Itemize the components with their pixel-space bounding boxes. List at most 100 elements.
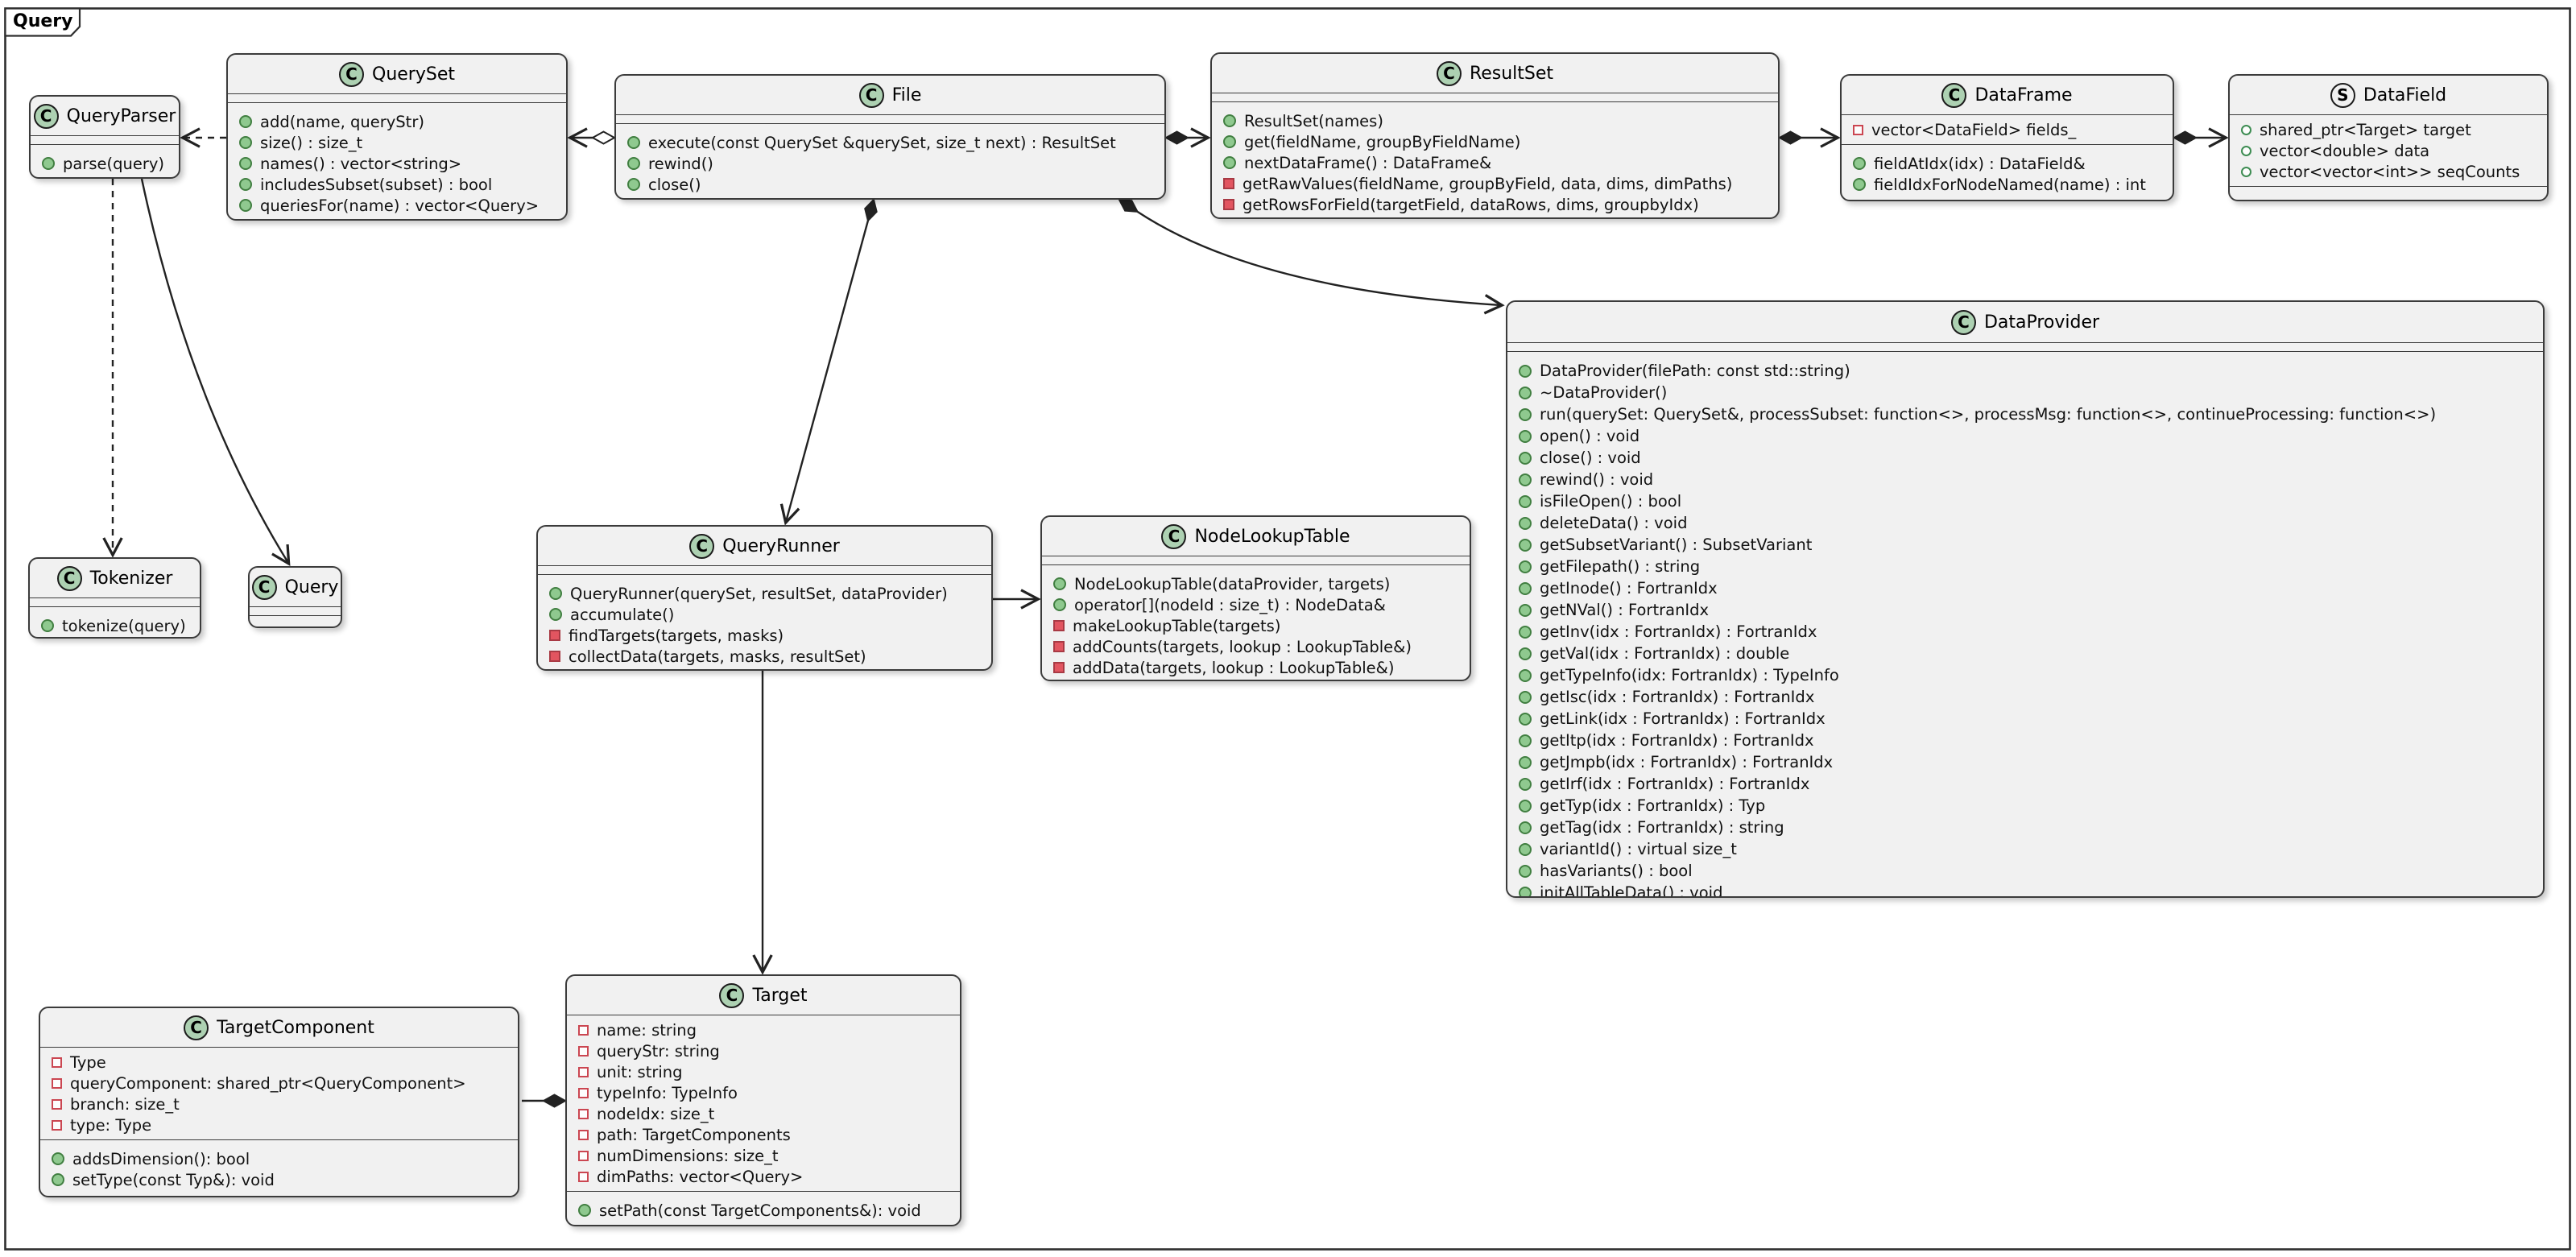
member-text: open() : void <box>1540 427 1640 445</box>
public-method-icon <box>1519 516 1532 530</box>
member-row: path: TargetComponents <box>567 1124 960 1145</box>
member-text: makeLookupTable(targets) <box>1073 616 1281 635</box>
fields-compartment <box>616 115 1164 124</box>
member-row: typeInfo: TypeInfo <box>567 1082 960 1103</box>
class-header: C TargetComponent <box>40 1008 518 1048</box>
methods-compartment <box>250 616 341 626</box>
private-field-icon <box>578 1171 589 1182</box>
member-text: numDimensions: size_t <box>597 1146 779 1165</box>
member-text: vector<double> data <box>2260 141 2430 160</box>
member-text: getItp(idx : FortranIdx) : FortranIdx <box>1540 731 1814 750</box>
edge-line <box>1136 210 1505 315</box>
public-method-icon <box>627 178 640 191</box>
fields-compartment <box>228 94 566 103</box>
member-row: addCounts(targets, lookup : LookupTable&… <box>1042 636 1470 657</box>
member-text: setPath(const TargetComponents&): void <box>599 1201 921 1220</box>
methods-compartment: QueryRunner(querySet, resultSet, dataPro… <box>538 575 991 669</box>
private-field-icon <box>578 1087 589 1098</box>
class-header: C Tokenizer <box>30 559 200 598</box>
class-title: TargetComponent <box>217 1017 374 1038</box>
member-text: names() : vector<string> <box>260 154 462 173</box>
member-text: getLink(idx : FortranIdx) : FortranIdx <box>1540 709 1826 728</box>
private-field-icon <box>578 1066 589 1077</box>
public-method-icon <box>239 157 252 170</box>
member-text: fieldAtIdx(idx) : DataField& <box>1874 154 2086 173</box>
fields-compartment <box>30 598 200 607</box>
class-title: DataField <box>2363 85 2447 105</box>
member-row: DataProvider(filePath: const std::string… <box>1507 360 2543 382</box>
public-method-icon <box>42 157 55 170</box>
member-row: run(querySet: QuerySet&, processSubset: … <box>1507 403 2543 425</box>
member-text: variantId() : virtual size_t <box>1540 840 1737 858</box>
member-row: names() : vector<string> <box>228 153 566 174</box>
class-title: Query <box>284 577 339 597</box>
class-spot-icon: C <box>184 1015 209 1040</box>
edge-file-resultset <box>1164 127 1211 148</box>
public-method-icon <box>1519 560 1532 573</box>
member-row: ResultSet(names) <box>1212 110 1778 131</box>
methods-compartment: fieldAtIdx(idx) : DataField&fieldIdxForN… <box>1842 145 2173 200</box>
member-text: getNVal() : FortranIdx <box>1540 601 1710 619</box>
member-text: add(name, queryStr) <box>260 112 424 131</box>
public-method-icon <box>239 199 252 212</box>
member-row: fieldIdxForNodeNamed(name) : int <box>1842 174 2173 195</box>
member-text: queriesFor(name) : vector<Query> <box>260 196 540 215</box>
member-text: vector<vector<int>> seqCounts <box>2260 162 2520 181</box>
class-title: QuerySet <box>372 64 455 85</box>
member-text: getIrf(idx : FortranIdx) : FortranIdx <box>1540 775 1810 793</box>
public-method-icon <box>1519 712 1532 726</box>
member-text: QueryRunner(querySet, resultSet, dataPro… <box>570 584 948 603</box>
member-row: collectData(targets, masks, resultSet) <box>538 646 991 667</box>
member-text: vector<DataField> fields_ <box>1871 120 2077 139</box>
public-method-icon <box>1519 364 1532 378</box>
member-row: getTypeInfo(idx: FortranIdx) : TypeInfo <box>1507 664 2543 686</box>
edge-file-dataprovider <box>1118 198 1505 315</box>
class-title: Target <box>752 985 808 1006</box>
public-method-icon <box>578 1204 591 1217</box>
member-text: setType(const Typ&): void <box>72 1170 275 1189</box>
member-text: shared_ptr<Target> target <box>2260 120 2471 139</box>
private-field-icon <box>1853 124 1863 135</box>
member-row: accumulate() <box>538 604 991 625</box>
methods-compartment: add(name, queryStr) size() : size_t names(… <box>228 103 566 219</box>
member-text: branch: size_t <box>70 1094 180 1114</box>
member-text: hasVariants() : bool <box>1540 862 1693 880</box>
member-text: getFilepath() : string <box>1540 557 1701 576</box>
public-method-icon <box>239 178 252 191</box>
member-row: vector<vector<int>> seqCounts <box>2230 161 2547 182</box>
class-title: Tokenizer <box>89 568 173 589</box>
methods-compartment: NodeLookupTable(dataProvider, targets)op… <box>1042 565 1470 680</box>
private-field-icon <box>578 1045 589 1056</box>
composition-diamond-icon <box>1777 130 1804 145</box>
public-method-icon <box>1519 690 1532 704</box>
member-row: nodeIdx: size_t <box>567 1103 960 1124</box>
member-row: dimPaths: vector<Query> <box>567 1166 960 1187</box>
member-text: size() : size_t <box>260 133 363 152</box>
private-method-icon <box>549 651 560 662</box>
class-title: DataProvider <box>1983 312 2100 333</box>
member-row: nextDataFrame() : DataFrame& <box>1212 152 1778 173</box>
aggregation-diamond-icon <box>590 130 617 145</box>
member-row: NodeLookupTable(dataProvider, targets) <box>1042 573 1470 594</box>
member-row: parse(query) <box>31 153 179 174</box>
public-method-icon <box>1519 451 1532 465</box>
public-field-icon <box>2241 124 2251 135</box>
class-spot-icon: C <box>1950 309 1976 335</box>
member-text: ResultSet(names) <box>1244 111 1383 130</box>
class-spot-icon: C <box>858 82 884 108</box>
member-row: vector<double> data <box>2230 140 2547 161</box>
private-field-icon <box>578 1108 589 1119</box>
member-text: ~DataProvider() <box>1540 383 1668 402</box>
composition-diamond-icon <box>1118 198 1139 213</box>
class-spot-icon: C <box>56 565 82 591</box>
class-title: NodeLookupTable <box>1194 526 1350 547</box>
